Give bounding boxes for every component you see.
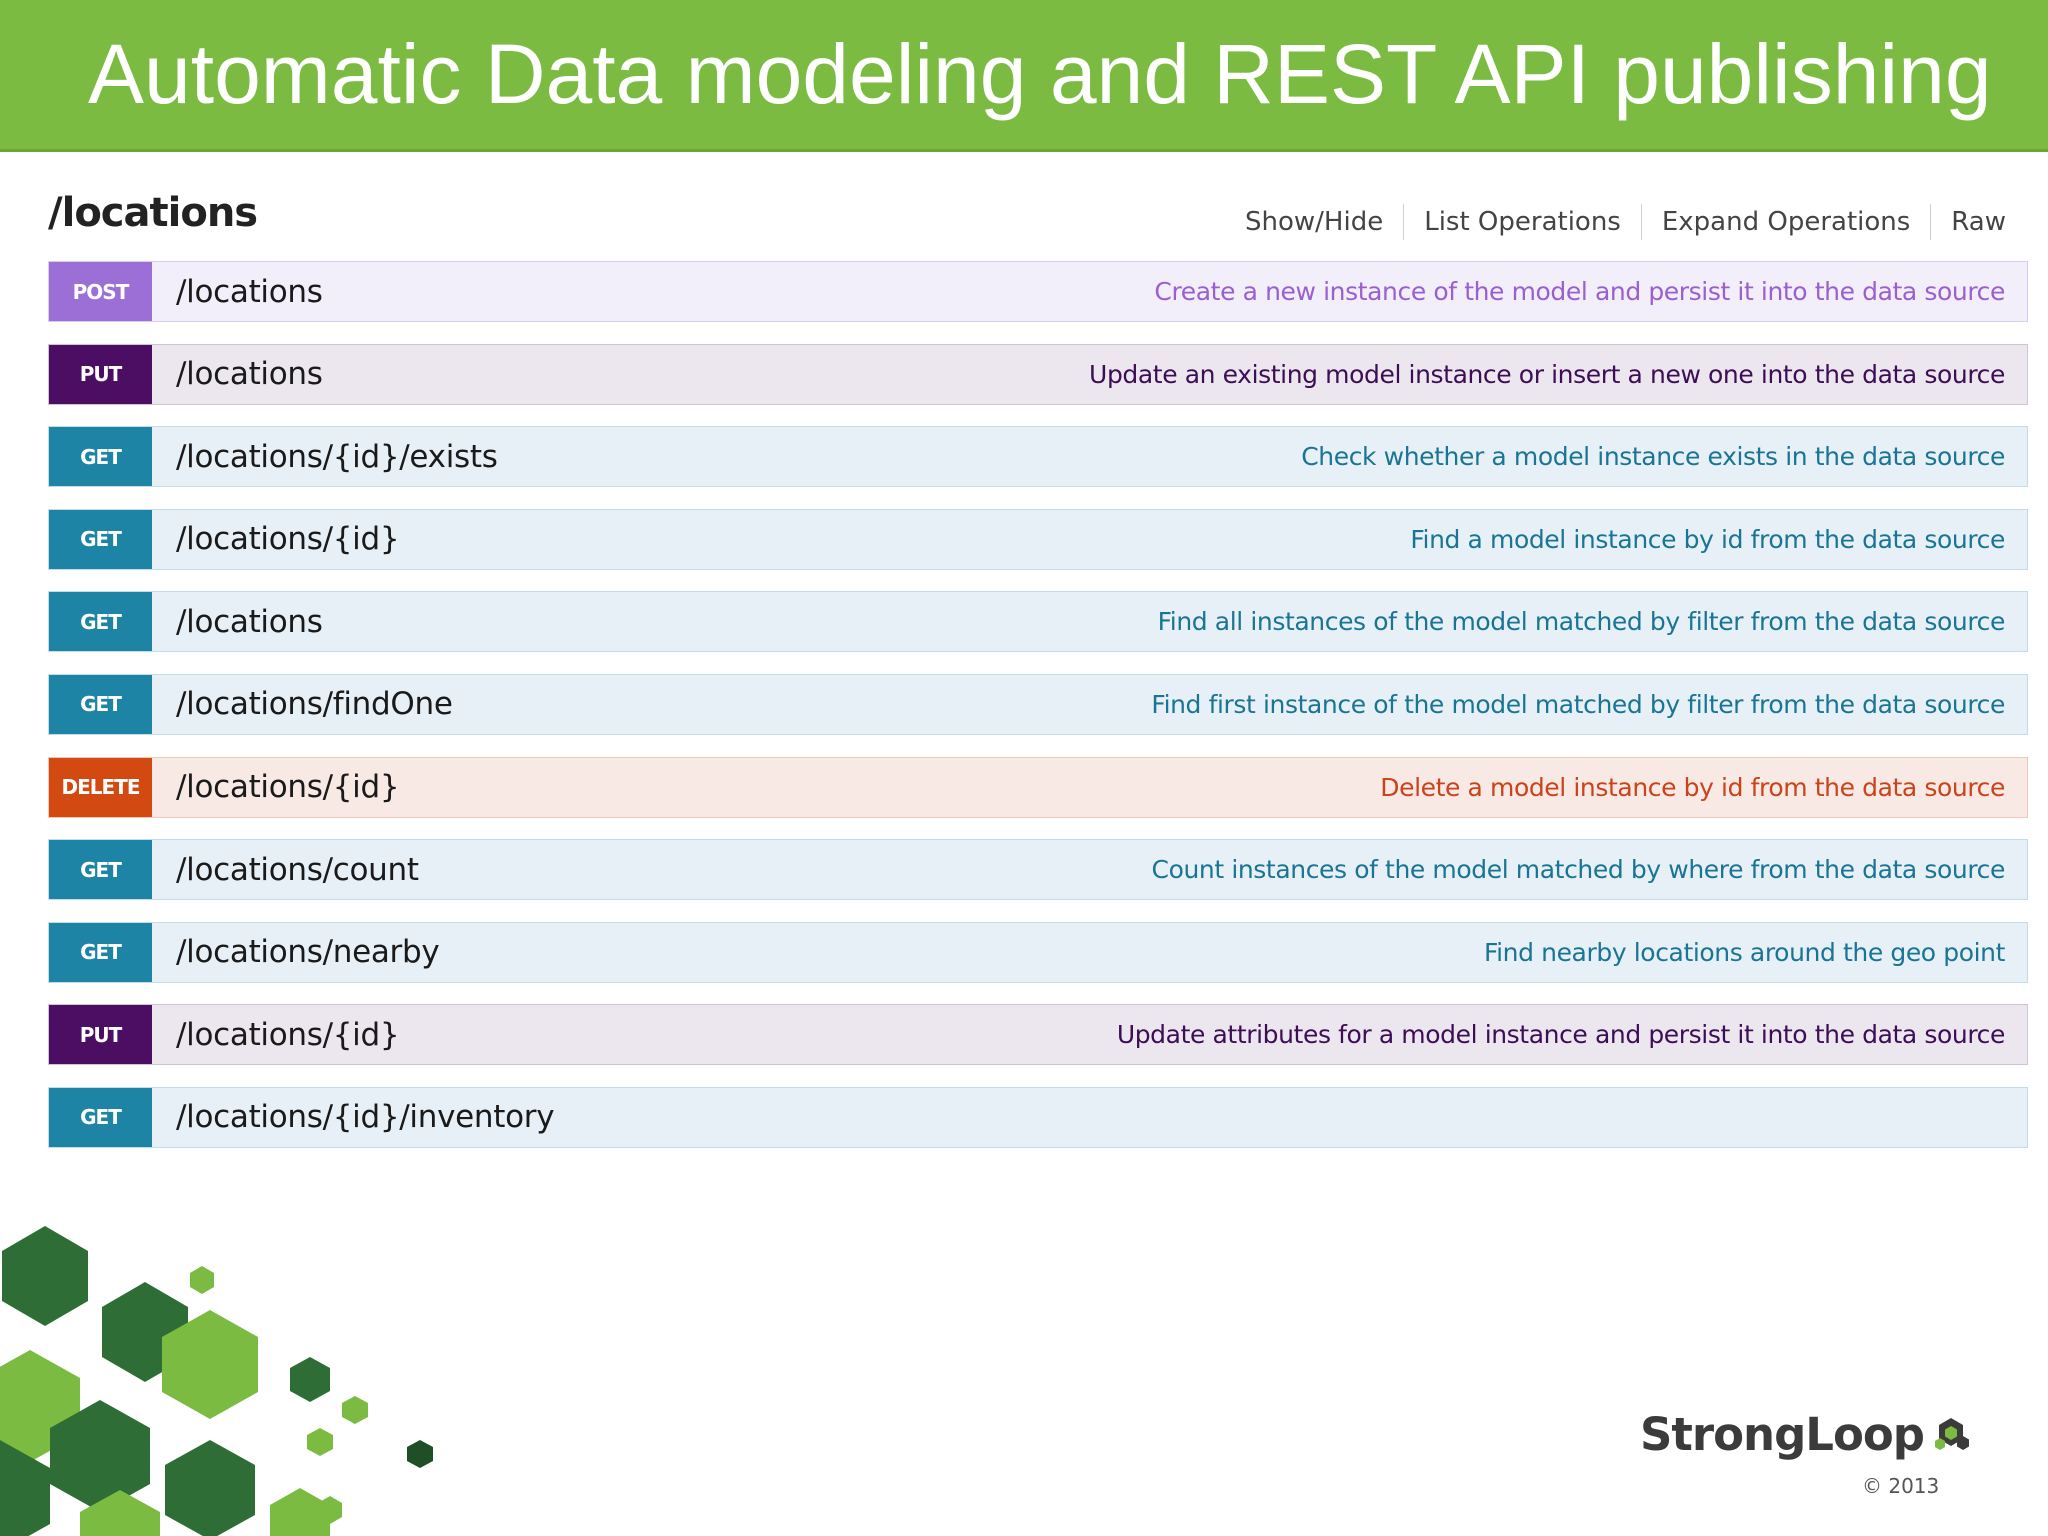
operation-summary[interactable]: Count instances of the model matched by …: [1151, 855, 2006, 885]
method-badge: GET: [49, 509, 152, 569]
list-operations-link[interactable]: List Operations: [1403, 204, 1641, 240]
operation-summary[interactable]: Update attributes for a model instance a…: [1116, 1020, 2006, 1050]
operation-row[interactable]: GET /locations/count Count instances of …: [48, 839, 2028, 901]
show-hide-link[interactable]: Show/Hide: [1245, 207, 1384, 237]
operation-row[interactable]: GET /locations/{id}/inventory: [48, 1086, 2028, 1148]
copyright: © 2013: [1862, 1474, 1940, 1498]
method-badge: PUT: [49, 344, 152, 404]
operation-summary[interactable]: Find first instance of the model matched…: [1151, 689, 2005, 719]
operation-path[interactable]: /locations: [176, 603, 323, 640]
hexagon-shape: [0, 1226, 433, 1536]
operation-path[interactable]: /locations: [176, 273, 323, 310]
operation-path[interactable]: /locations: [176, 356, 323, 393]
hexagon-decoration: [0, 1226, 433, 1536]
operation-row[interactable]: PUT /locations Update an existing model …: [48, 343, 2028, 405]
operation-summary[interactable]: Check whether a model instance exists in…: [1301, 442, 2005, 472]
slide-title: Automatic Data modeling and REST API pub…: [88, 27, 1992, 121]
operation-summary[interactable]: Find all instances of the model matched …: [1157, 607, 2006, 637]
operation-row[interactable]: GET /locations/nearby Find nearby locati…: [48, 921, 2028, 983]
method-badge: GET: [49, 1087, 152, 1147]
operations-list: POST /locations Create a new instance of…: [48, 261, 2028, 1170]
strongloop-logo: StrongLoop: [1640, 1408, 1972, 1461]
brand-name: StrongLoop: [1640, 1408, 1925, 1461]
method-badge: DELETE: [49, 757, 152, 817]
operation-path[interactable]: /locations/{id}/inventory: [176, 1099, 555, 1136]
operation-summary[interactable]: Delete a model instance by id from the d…: [1380, 772, 2005, 802]
operation-row[interactable]: DELETE /locations/{id} Delete a model in…: [48, 756, 2028, 818]
operation-summary[interactable]: Find a model instance by id from the dat…: [1410, 524, 2005, 554]
method-badge: PUT: [49, 1005, 152, 1065]
operation-row[interactable]: GET /locations/findOne Find first instan…: [48, 673, 2028, 735]
expand-operations-link[interactable]: Expand Operations: [1640, 204, 1930, 240]
operation-path[interactable]: /locations/{id}: [176, 521, 400, 558]
raw-link[interactable]: Raw: [1930, 204, 2006, 240]
method-badge: POST: [49, 262, 152, 321]
resource-options: Show/Hide List Operations Expand Operati…: [1225, 202, 2006, 242]
operation-summary[interactable]: Update an existing model instance or ins…: [1089, 359, 2005, 389]
operation-path[interactable]: /locations/findOne: [176, 686, 453, 723]
method-badge: GET: [49, 674, 152, 734]
slide-header: Automatic Data modeling and REST API pub…: [0, 0, 2048, 152]
hexagon-cluster-icon: [1935, 1417, 1969, 1450]
method-badge: GET: [49, 427, 152, 487]
operation-summary[interactable]: Create a new instance of the model and p…: [1154, 277, 2005, 306]
method-badge: GET: [49, 592, 152, 652]
operation-row[interactable]: GET /locations/{id} Find a model instanc…: [48, 508, 2028, 570]
operation-path[interactable]: /locations/{id}: [176, 769, 400, 806]
operation-path[interactable]: /locations/{id}: [176, 1016, 400, 1053]
operation-path[interactable]: /locations/nearby: [176, 934, 440, 971]
method-badge: GET: [49, 922, 152, 982]
method-badge: GET: [49, 840, 152, 900]
operation-row[interactable]: GET /locations/{id}/exists Check whether…: [48, 426, 2028, 488]
resource-heading[interactable]: /locations: [48, 190, 258, 236]
operation-path[interactable]: /locations/count: [176, 851, 419, 888]
operation-row[interactable]: GET /locations Find all instances of the…: [48, 591, 2028, 653]
operation-row[interactable]: POST /locations Create a new instance of…: [48, 261, 2028, 322]
operation-summary[interactable]: Find nearby locations around the geo poi…: [1483, 937, 2005, 967]
operation-row[interactable]: PUT /locations/{id} Update attributes fo…: [48, 1004, 2028, 1066]
operation-path[interactable]: /locations/{id}/exists: [176, 438, 498, 475]
